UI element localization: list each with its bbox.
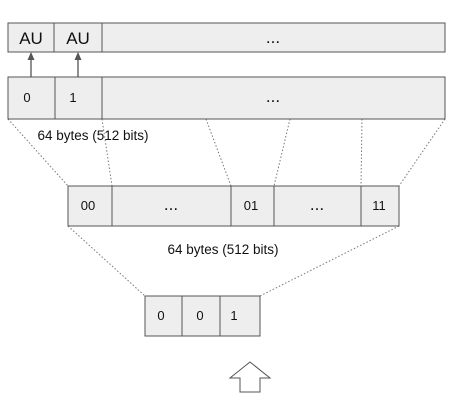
middle-row-cell-00 [67,185,113,227]
upper-caption: 64 bytes (512 bits) [37,128,148,143]
arrow-2-head [74,52,82,60]
second-row-cell-1 [54,76,103,120]
second-row: 0 1 ... [7,76,446,120]
top-row-label-au-1: AU [19,29,43,48]
arrows [27,52,82,77]
top-row: AU AU ... [7,22,446,53]
bottom-row-cell-3 [219,295,261,337]
second-row-cell-0 [7,76,56,120]
top-row-label-au-2: AU [66,29,90,48]
top-row-label-ellipsis: ... [266,28,280,47]
top-row-cell-rest [101,22,446,53]
middle-row: 00 ... 01 ... 11 [67,185,400,227]
second-row-label-1: 1 [69,90,76,105]
up-arrow-icon [228,361,272,393]
arrow-1-head [27,52,35,60]
lower-caption: 64 bytes (512 bits) [167,242,278,257]
second-row-label-ellipsis: ... [266,87,280,106]
middle-row-label-11: 11 [372,198,386,213]
middle-row-cell-01 [230,185,275,227]
middle-row-label-00: 00 [81,198,95,213]
middle-row-label-ellipsis-2: ... [310,195,324,214]
middle-row-label-01: 01 [244,198,258,213]
lower-dotted-connectors [67,225,400,297]
middle-row-cell-gap-1 [111,185,232,227]
upper-dotted-connectors [7,118,446,187]
middle-row-label-ellipsis-1: ... [164,195,178,214]
bottom-row-cell-2 [181,295,221,337]
middle-row-cell-11 [360,185,400,227]
bottom-row-cell-1 [144,295,183,337]
second-row-cell-rest [101,76,446,120]
middle-row-cell-gap-2 [273,185,362,227]
bottom-row-label-1: 0 [157,308,164,323]
bottom-row: 0 0 1 [144,295,261,337]
bottom-row-label-3: 1 [230,308,237,323]
top-row-cell-au-2 [53,22,103,53]
bottom-row-label-2: 0 [196,308,203,323]
second-row-label-0: 0 [23,90,30,105]
top-row-cell-au-1 [7,22,55,53]
